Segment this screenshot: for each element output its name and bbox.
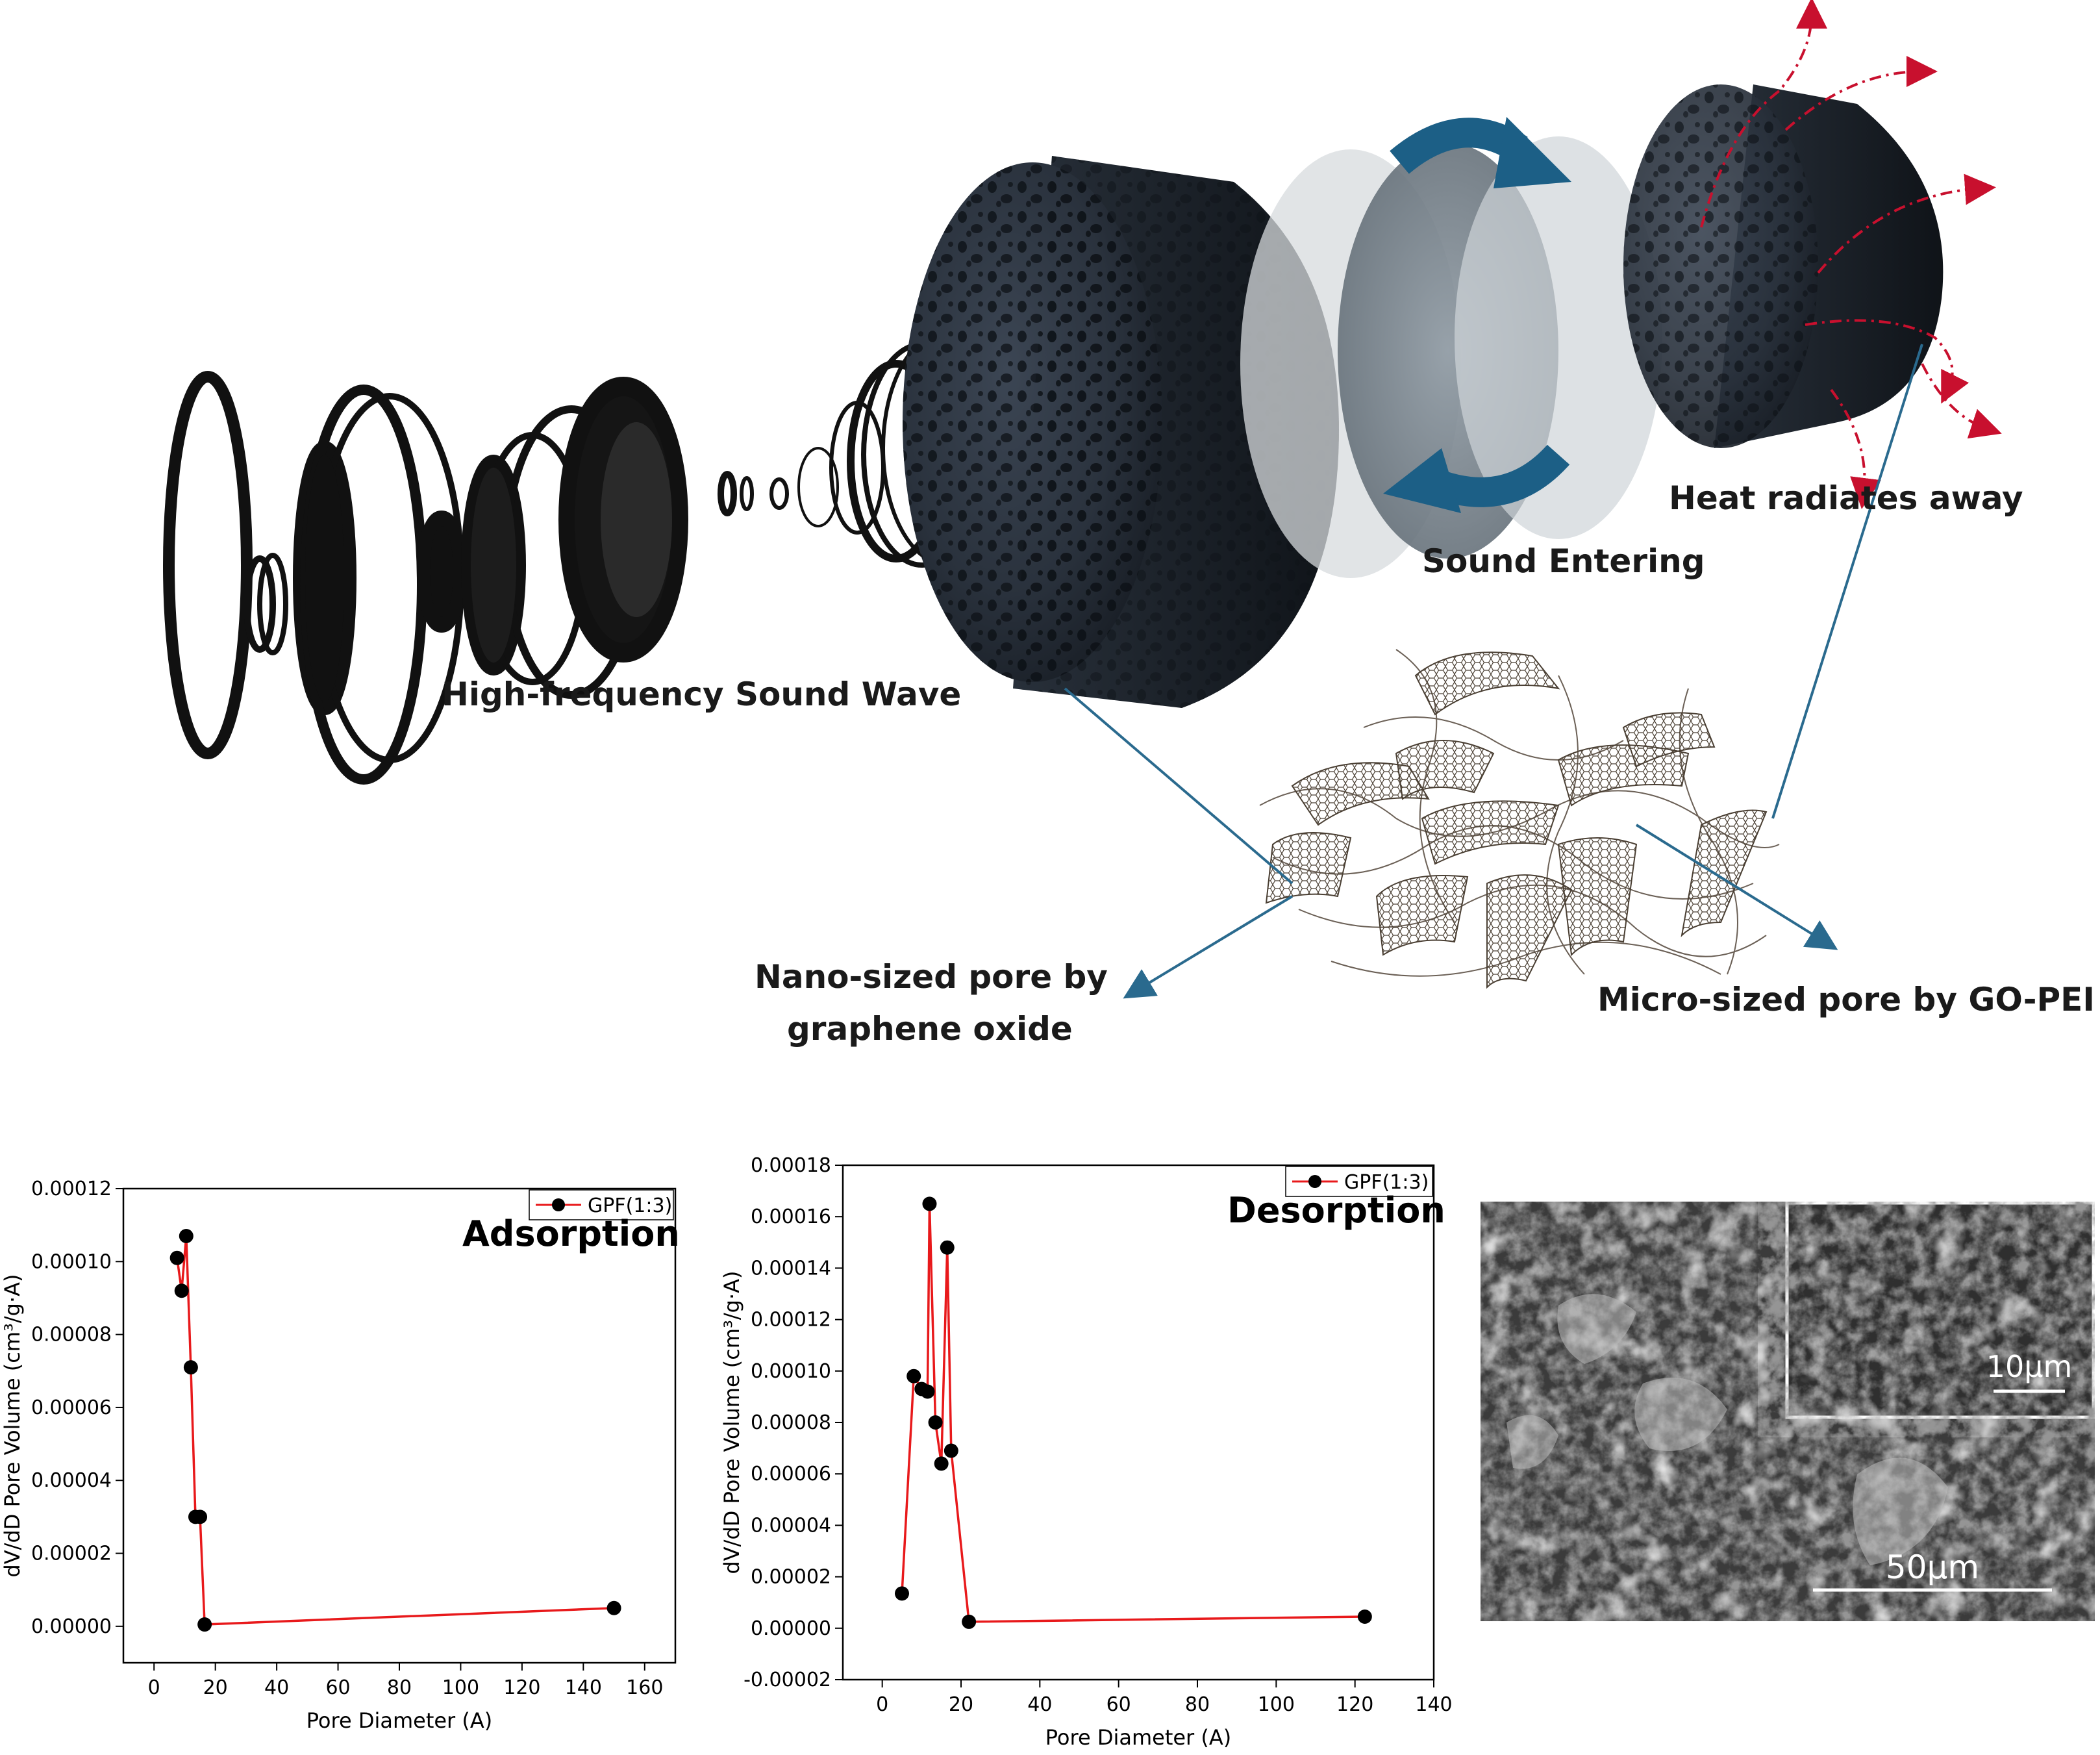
sound-wave-discs [305,396,672,701]
series-line [901,1204,1365,1623]
desorption-chart: 0 20 40 60 80 100 120 140 -0.00002 0.00000 0.00002… [719,1154,1453,1750]
micro-pore-label: Micro-sized pore by GO-PEI [1597,981,2095,1018]
data-point [183,1360,198,1375]
callout-lines [1064,344,1923,999]
sound-entering-label: Sound Entering [1422,542,1705,580]
legend-box [529,1189,674,1220]
legend: GPF(1:3) [529,1189,674,1220]
heat-label: Heat radiates away [1669,479,2023,517]
x-tick-label: 100 [442,1676,479,1699]
y-tick-label: 0.00004 [751,1514,831,1537]
y-tick-label: -0.00002 [744,1669,831,1691]
x-tick-label: 40 [264,1676,289,1699]
x-tick-label: 140 [565,1676,602,1699]
y-axis-label: dV/dD Pore Volume (cm³/g·A) [719,1270,744,1574]
x-tick-label: 20 [949,1693,973,1716]
data-point [606,1600,621,1615]
data-point [174,1283,189,1298]
data-point [922,1196,937,1211]
y-tick-label: 0.00006 [31,1396,112,1419]
main-scale-label: 50µm [1886,1548,1979,1586]
x-tick-label: 120 [1336,1693,1373,1716]
x-tick-label: 160 [626,1676,663,1699]
y-tick-label: 0.00008 [31,1324,112,1346]
x-tick-label: 20 [203,1676,228,1699]
translucent-discs [1240,136,1662,578]
data-point [962,1614,977,1629]
legend-label: GPF(1:3) [1344,1171,1429,1194]
legend-box [1285,1166,1433,1197]
x-tick-label: 60 [1106,1693,1131,1716]
data-point [895,1586,909,1601]
data-point [169,1250,184,1265]
y-tick-label: 0.00012 [31,1178,112,1200]
heat-arrows [1700,0,2002,509]
y-tick-label: 0.00012 [751,1309,831,1332]
data-point [179,1229,194,1243]
data-point [920,1384,935,1399]
nano-pore-label-line1: Nano-sized pore by [755,958,1108,996]
y-tick-label: 0.00006 [751,1463,831,1485]
x-tick-label: 100 [1258,1693,1295,1716]
inset-scale-label: 10µm [1986,1349,2073,1384]
y-tick-label: 0.00000 [31,1615,112,1638]
legend-label: GPF(1:3) [588,1194,672,1217]
legend: GPF(1:3) [1285,1166,1433,1197]
graphene-network [1259,649,1780,989]
data-point [944,1443,958,1458]
chart-title: Adsorption [462,1213,680,1254]
adsorption-chart: 0 20 40 60 80 100 120 140 160 0.00000 0.00002 0.000… [0,1178,680,1733]
schematic-diagram [163,0,2002,999]
plot-frame [122,1187,677,1664]
chart-title: Desorption [1227,1190,1445,1231]
x-tick-label: 120 [503,1676,540,1699]
y-tick-label: 0.00018 [751,1154,831,1177]
data-point [928,1415,943,1430]
data-point [197,1617,212,1632]
x-axis-label: Pore Diameter (A) [306,1708,492,1733]
data-point [934,1456,949,1471]
sem-micrograph: 10µm 50µm [1481,1202,2095,1621]
y-tick-label: 0.00002 [751,1566,831,1589]
y-tick-label: 0.00000 [751,1617,831,1640]
data-point [940,1240,955,1255]
data-point [906,1369,921,1383]
sound-wave-label: High-frequency Sound Wave [442,675,962,713]
y-tick-label: 0.00004 [31,1469,112,1492]
y-tick-label: 0.00010 [31,1250,112,1273]
y-tick-label: 0.00014 [751,1257,831,1280]
y-axis-label: dV/dD Pore Volume (cm³/g·A) [0,1274,25,1577]
y-tick-label: 0.00010 [751,1360,831,1383]
nano-pore-label-line2: graphene oxide [787,1010,1073,1048]
sem-flakes [1506,1294,1948,1565]
series-line [175,1235,614,1626]
data-point [193,1509,208,1524]
data-point [1357,1609,1372,1624]
legend-marker [552,1198,565,1211]
legend-marker [1308,1175,1321,1188]
x-tick-label: 80 [387,1676,412,1699]
x-tick-label: 0 [148,1676,160,1699]
x-tick-label: 0 [876,1693,888,1716]
x-tick-label: 140 [1415,1693,1452,1716]
y-tick-label: 0.00008 [751,1411,831,1434]
y-tick-label: 0.00002 [31,1543,112,1565]
x-tick-label: 40 [1027,1693,1052,1716]
x-axis-label: Pore Diameter (A) [1045,1725,1231,1750]
y-tick-label: 0.00016 [751,1206,831,1228]
x-tick-label: 60 [325,1676,350,1699]
x-tick-label: 80 [1185,1693,1210,1716]
foam-cylinder-right [1623,84,1944,448]
